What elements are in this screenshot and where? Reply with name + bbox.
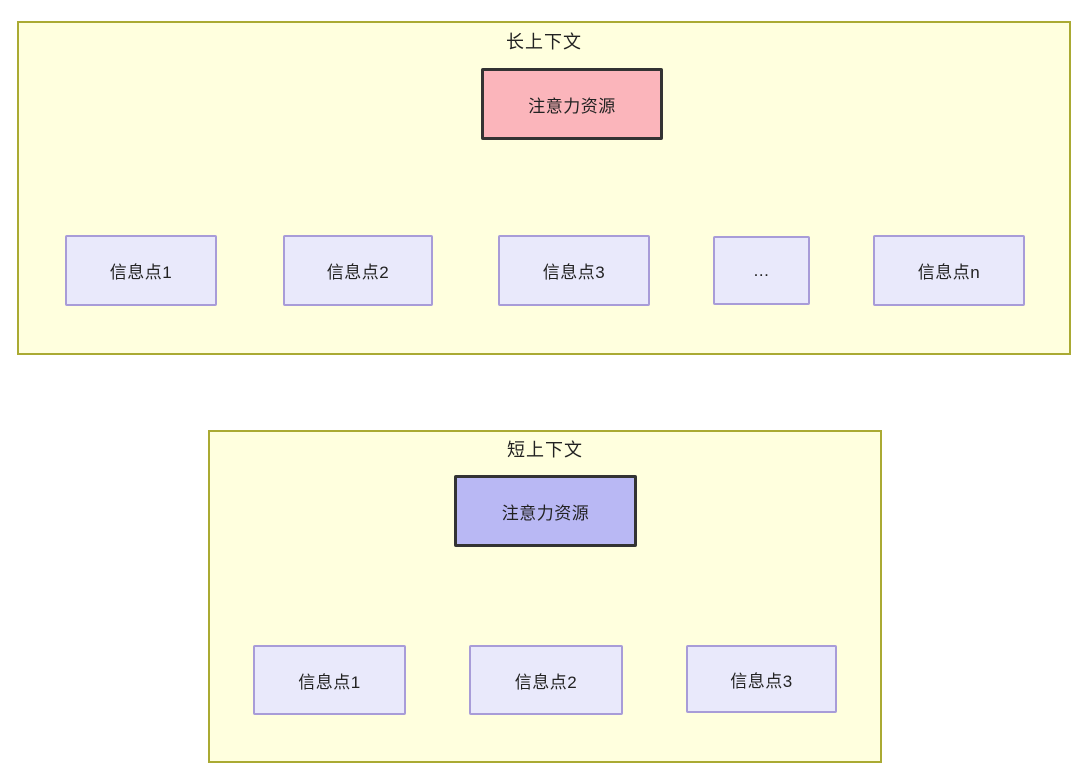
short-context-title: 短上下文 [507, 440, 583, 460]
long-attention-source-node: 注意力资源 [481, 68, 663, 140]
long-context-title: 长上下文 [506, 32, 582, 52]
short-attention-source-node: 注意力资源 [454, 475, 637, 547]
long-info-node-3: 信息点3 [498, 235, 650, 306]
long-info-node-1: 信息点1 [65, 235, 217, 306]
long-info-node-ellipsis: ... [713, 236, 810, 305]
short-info-node-3: 信息点3 [686, 645, 837, 713]
short-info-node-2: 信息点2 [469, 645, 623, 715]
long-info-node-2: 信息点2 [283, 235, 433, 306]
long-info-node-n: 信息点n [873, 235, 1025, 306]
short-info-node-1: 信息点1 [253, 645, 406, 715]
